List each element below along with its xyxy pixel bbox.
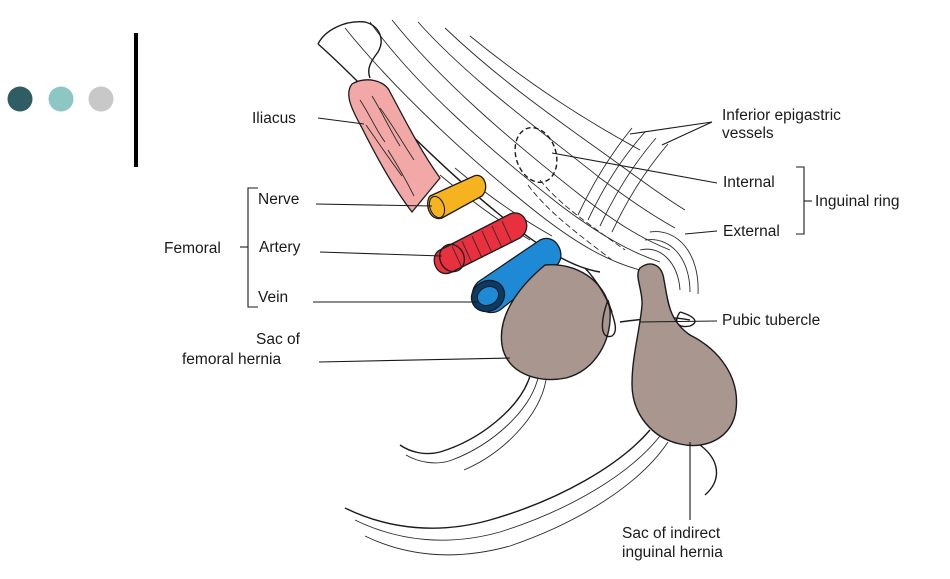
label-inferior-epigastric-line2: vessels <box>722 125 774 142</box>
vertical-divider <box>134 33 138 167</box>
femoral-vein <box>470 237 562 313</box>
label-femoral: Femoral <box>164 240 221 257</box>
label-inguinal-ring: Inguinal ring <box>815 193 899 210</box>
label-external: External <box>723 223 780 240</box>
dot-light-teal <box>48 86 74 112</box>
internal-ring <box>514 126 626 261</box>
label-iliacus: Iliacus <box>252 110 296 127</box>
inferior-epigastric-vessels <box>577 127 669 233</box>
label-sac-indirect-line2: inguinal hernia <box>622 544 723 561</box>
leader-lines <box>240 117 812 520</box>
label-artery: Artery <box>259 239 301 256</box>
femoral-artery <box>433 212 528 275</box>
dot-gray <box>88 86 114 112</box>
label-pubic-tubercle: Pubic tubercle <box>722 312 820 329</box>
dot-dark-teal <box>7 86 33 112</box>
labels: Iliacus Nerve Artery Vein Femoral Sac of… <box>164 107 899 561</box>
label-inferior-epigastric-line1: Inferior epigastric <box>722 107 841 124</box>
label-sac-indirect-line1: Sac of indirect <box>622 525 721 542</box>
external-ring <box>639 231 699 295</box>
indirect-hernia-sac <box>631 263 738 447</box>
label-internal: Internal <box>723 174 775 191</box>
slide-decoration <box>7 33 138 167</box>
label-nerve: Nerve <box>258 191 299 208</box>
label-sac-femoral-line2: femoral hernia <box>182 351 281 368</box>
iliacus-muscle <box>348 79 441 214</box>
label-sac-femoral-line1: Sac of <box>256 331 301 348</box>
abdominal-wall-fibres <box>317 19 686 273</box>
body-contours <box>344 375 718 556</box>
label-vein: Vein <box>258 289 288 306</box>
